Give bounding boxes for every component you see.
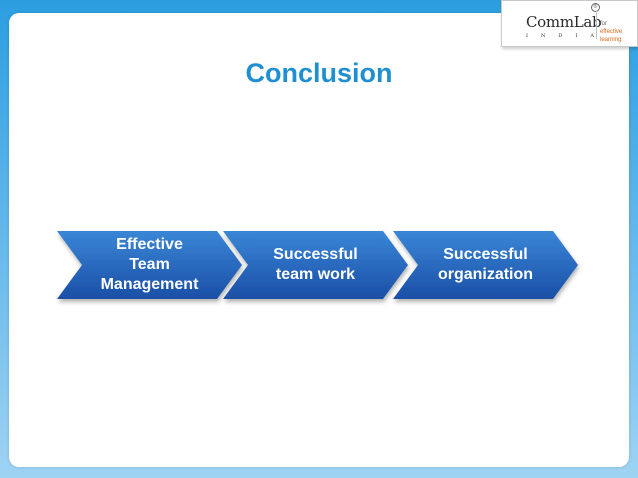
logo-subletter: I [575,33,578,39]
logo-subletters: I N D I A [526,33,594,39]
step-2-label: Successful team work [248,231,383,299]
step-2-line: Successful [273,246,358,263]
step-1-label: Effective Team Management [82,231,217,299]
logo-tagline: for effective learning [600,20,638,44]
commlab-logo: CommLab ® I N D I A for effective learni… [501,0,638,47]
chevron-step-3 [393,231,578,299]
step-2-line: team work [275,266,356,283]
logo-brand-text: CommLab [526,13,602,31]
logo-tagline-line2: effective learning [600,29,623,43]
step-3-label: Successful organization [418,231,553,299]
registered-mark: ® [591,3,600,12]
step-1-line: Management [100,276,199,293]
step-1-line: Effective [116,236,183,253]
step-3-line: organization [437,266,534,283]
logo-divider [596,11,597,39]
slide-title: Conclusion [245,58,393,88]
step-1-line: Team [129,256,170,273]
logo-subletter: D [558,33,563,39]
logo-subletter: N [540,33,546,39]
chevron-step-1 [57,231,242,299]
chevron-step-2 [223,231,408,299]
logo-subletter: A [590,33,594,39]
step-3-line: Successful [443,246,528,263]
logo-tagline-line1: for [600,21,608,27]
logo-subletter: I [526,33,528,39]
